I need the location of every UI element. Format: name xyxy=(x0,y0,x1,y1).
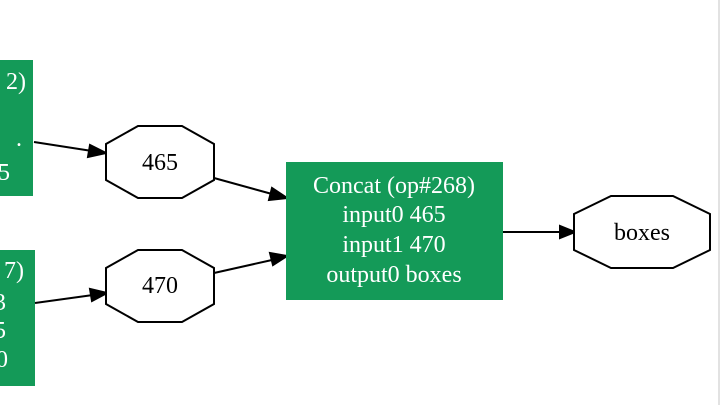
edge-bottom-left-to-470 xyxy=(34,287,110,304)
edge-470-to-concat xyxy=(213,251,290,274)
scroll-edge-divider xyxy=(718,0,720,405)
arrowhead xyxy=(268,251,290,267)
op-node-bottom-left-line-2: 5 xyxy=(0,318,6,344)
op-node-top-left-line-0: 2) xyxy=(6,69,26,95)
op-node-concat-line-3: output0 boxes xyxy=(326,262,461,288)
arrowhead xyxy=(86,143,109,159)
edge-concat-to-boxes xyxy=(503,224,578,240)
op-node-bottom-left-line-3: 0 xyxy=(0,347,8,373)
op-node-top-left-line-1: . xyxy=(16,126,22,152)
op-node-bottom-left-box xyxy=(0,250,35,386)
op-node-concat-line-2: input1 470 xyxy=(342,232,445,258)
op-node-top-left-line-2: 5 xyxy=(0,160,10,186)
tensor-node-boxes-octagon xyxy=(573,195,711,269)
tensor-node-470[interactable]: 470 xyxy=(105,249,215,323)
tensor-node-470-label: 470 xyxy=(142,273,178,299)
tensor-node-470-octagon xyxy=(105,249,215,323)
tensor-node-465-label: 465 xyxy=(142,150,178,176)
tensor-node-boxes[interactable]: boxes xyxy=(573,195,711,269)
op-node-bottom-left-line-0: 7) xyxy=(4,258,24,284)
op-node-concat[interactable]: Concat (op#268) input0 465 input1 470 ou… xyxy=(286,162,503,300)
arrowhead xyxy=(559,224,578,240)
arrowhead xyxy=(88,287,110,303)
op-node-bottom-left-line-1: 3 xyxy=(0,290,6,316)
op-node-bottom-left[interactable]: 7) 3 5 0 xyxy=(0,250,35,386)
op-node-concat-line-1: input0 465 xyxy=(342,202,445,228)
edge-top-left-to-465 xyxy=(33,141,109,159)
arrowhead xyxy=(267,186,290,202)
edge-465-to-concat xyxy=(213,177,290,202)
op-node-top-left[interactable]: 2) . 5 xyxy=(0,60,33,196)
tensor-node-465[interactable]: 465 xyxy=(105,125,215,199)
tensor-node-465-octagon xyxy=(105,125,215,199)
op-node-top-left-box xyxy=(0,60,33,196)
tensor-node-boxes-label: boxes xyxy=(614,220,670,246)
op-node-concat-line-0: Concat (op#268) xyxy=(313,173,475,199)
op-node-concat-box xyxy=(286,162,503,300)
